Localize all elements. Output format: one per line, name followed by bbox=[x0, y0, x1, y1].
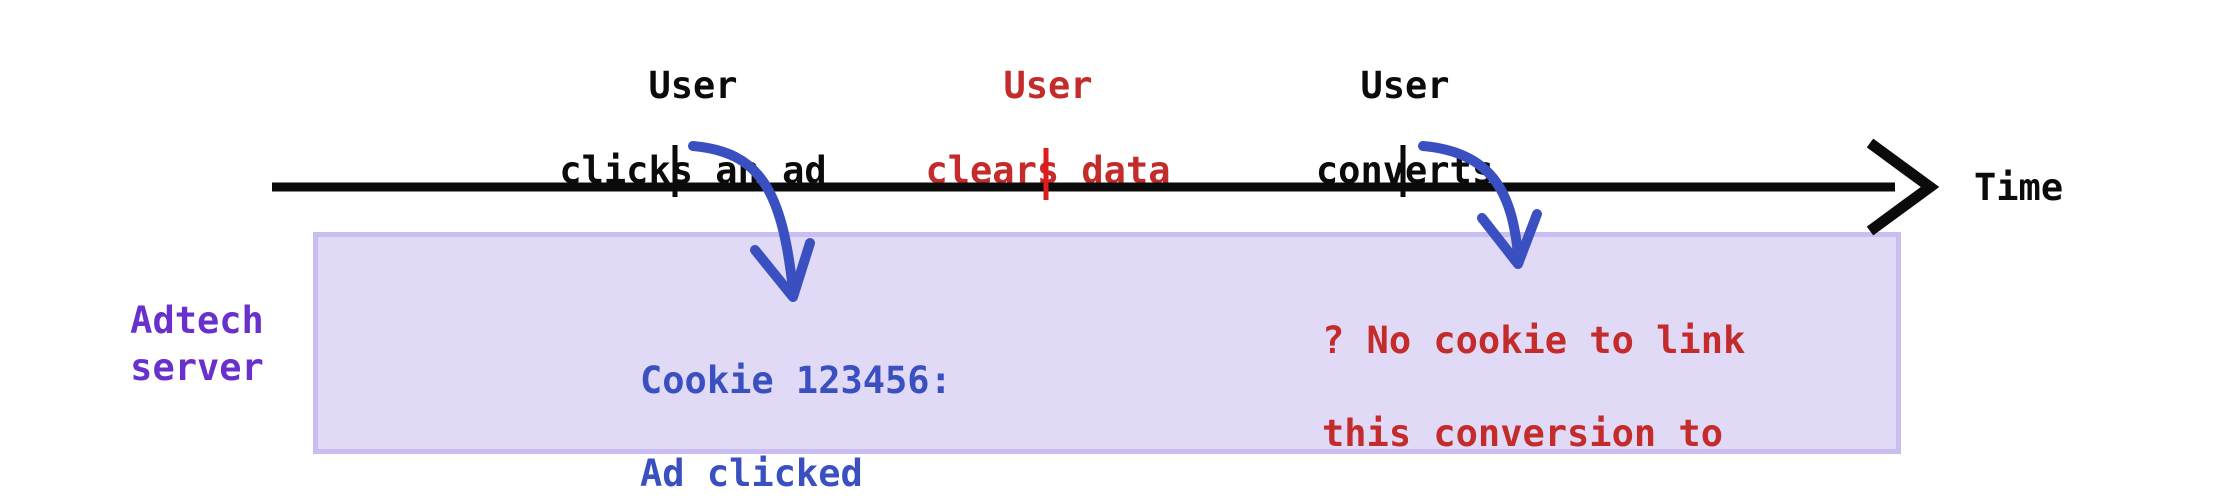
event-label-clears-line1: User bbox=[1003, 63, 1093, 107]
arrow-right-icon bbox=[1866, 138, 1940, 236]
time-axis-caption: Time bbox=[1974, 166, 2064, 209]
event-label-converts-line1: User bbox=[1360, 63, 1450, 107]
event-label-converts-line2: converts bbox=[1315, 148, 1495, 192]
note-cookie-logged-line2: Ad clicked bbox=[640, 451, 863, 495]
event-label-click: User clicks an ad bbox=[528, 22, 858, 235]
adtech-server-label-line1: Adtech bbox=[130, 299, 264, 342]
adtech-server-label-line2: server bbox=[130, 346, 264, 390]
event-label-clears-line2: clears data bbox=[925, 148, 1171, 192]
note-no-cookie-line2: this conversion to bbox=[1322, 411, 1723, 455]
event-label-converts: User converts bbox=[1255, 22, 1555, 235]
event-label-click-line1: User bbox=[648, 63, 738, 107]
note-no-cookie: ? No cookie to link this conversion to ⇒… bbox=[1322, 272, 1862, 498]
event-label-clears: User clears data bbox=[898, 22, 1198, 235]
note-cookie-logged-line1: Cookie 123456: bbox=[640, 359, 952, 403]
note-no-cookie-line1: ? No cookie to link bbox=[1322, 319, 1746, 363]
note-cookie-logged: Cookie 123456: Ad clicked bbox=[640, 312, 1160, 498]
event-label-click-line2: clicks an ad bbox=[559, 148, 827, 192]
adtech-server-box bbox=[313, 232, 1901, 454]
